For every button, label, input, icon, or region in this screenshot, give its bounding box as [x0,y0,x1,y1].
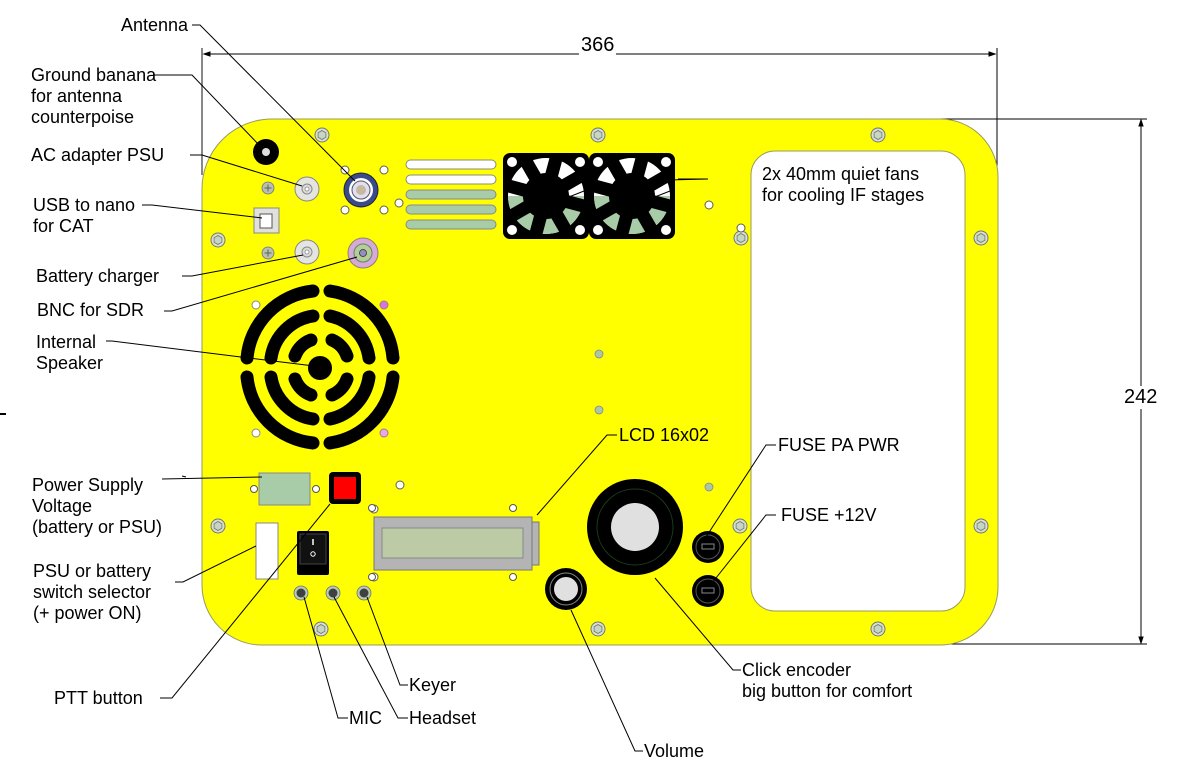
voltmeter-display [250,472,320,506]
speaker-grill [240,284,400,450]
label-antenna: Antenna [121,15,189,35]
vent-slots [405,159,497,230]
phillips-screw [261,181,275,195]
ptt-button[interactable] [329,472,361,504]
antenna-connector[interactable] [343,172,379,208]
label-ptt: PTT button [54,688,143,708]
label-fuse-pa: FUSE PA PWR [778,435,900,455]
label-speaker: Internal Speaker [36,332,104,373]
fuse-12v-holder[interactable] [692,575,724,607]
width-dimension-value: 366 [579,34,617,57]
label-battery-charger: Battery charger [36,266,160,286]
battery-charger-jack[interactable] [294,239,320,265]
power-rocker-switch[interactable] [297,531,329,575]
label-encoder: Click encoder big button for comfort [742,660,913,701]
label-selector: PSU or battery switch selector (+ power … [33,561,152,623]
label-voltage: Power Supply Voltage (battery or PSU) [32,475,163,537]
label-headset: Headset [409,708,477,728]
height-dimension [940,118,1147,645]
click-encoder-knob[interactable] [587,479,683,575]
label-mic: MIC [349,708,382,728]
selector-switch[interactable] [255,522,279,580]
led-indicator [704,482,714,492]
label-fans: 2x 40mm quiet fans for cooling IF stages [762,164,925,205]
keyer-jack[interactable] [356,585,372,601]
label-fuse-12v: FUSE +12V [781,505,877,525]
headset-jack[interactable] [325,585,341,601]
usb-b-port[interactable] [253,207,280,234]
fuse-pa-pwr-holder[interactable] [692,531,724,563]
label-lcd: LCD 16x02 [619,425,710,445]
label-keyer: Keyer [409,675,457,695]
label-ac-adapter: AC adapter PSU [31,145,165,165]
mic-jack[interactable] [293,585,309,601]
fan-right [588,152,676,240]
volume-knob[interactable] [545,568,587,610]
label-ground-banana: Ground banana for antenna counterpoise [31,65,157,127]
bnc-sdr-connector[interactable] [347,237,379,269]
ac-adapter-jack[interactable] [294,176,320,202]
lcd-16x02 [368,504,540,581]
phillips-screw [261,246,275,260]
led-indicator [594,405,604,415]
height-dimension-value: 242 [1122,386,1160,409]
speaker-center [308,356,332,380]
led-indicator [594,349,604,359]
leader-lines [106,24,776,752]
label-volume: Volume [644,741,705,761]
label-bnc-sdr: BNC for SDR [37,300,145,320]
label-usb: USB to nano for CAT [33,195,136,236]
fan-left [502,152,590,240]
panel-cutout [750,150,966,612]
